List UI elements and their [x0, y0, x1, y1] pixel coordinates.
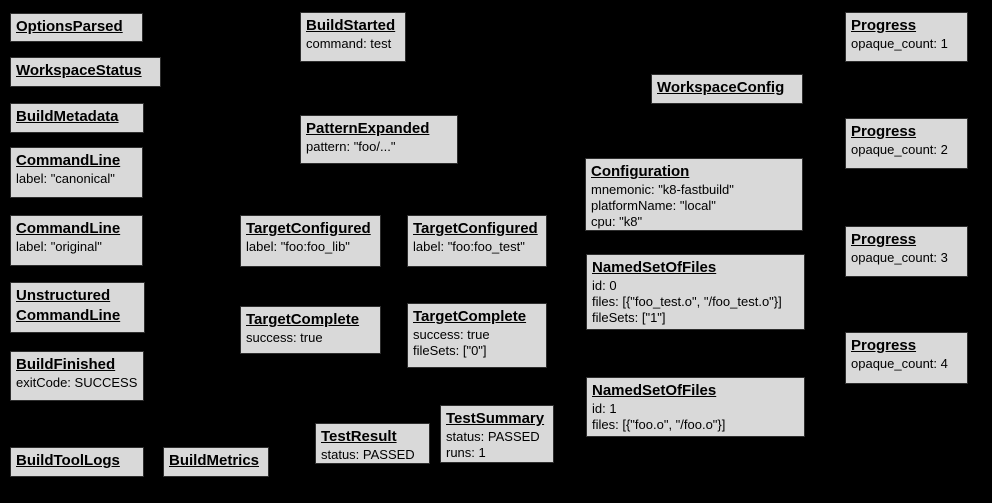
node-field: files: [{"foo.o", "/foo.o"}] — [592, 417, 726, 432]
node-field: id: 1 — [592, 401, 617, 416]
node-title: Configuration — [591, 163, 690, 180]
node-field: files: [{"foo_test.o", "/foo_test.o"}] — [592, 294, 782, 309]
node-field: label: "foo:foo_test" — [413, 239, 525, 254]
node-title: CommandLine — [16, 152, 121, 169]
node-test-result: TestResult status: PASSED — [315, 423, 430, 464]
node-field: opaque_count: 1 — [851, 36, 948, 51]
node-build-metadata: BuildMetadata — [10, 103, 144, 133]
node-title: TargetConfigured — [246, 220, 371, 237]
node-field: status: PASSED — [321, 447, 415, 462]
node-title: OptionsParsed — [16, 18, 123, 35]
node-progress-4: Progress opaque_count: 4 — [845, 332, 968, 384]
node-field: label: "original" — [16, 239, 102, 254]
node-title: Progress — [851, 231, 917, 248]
node-build-finished: BuildFinished exitCode: SUCCESS — [10, 351, 144, 401]
node-field: success: true — [246, 330, 323, 345]
node-progress-3: Progress opaque_count: 3 — [845, 226, 968, 277]
node-title: TargetComplete — [246, 311, 360, 328]
node-field: success: true — [413, 327, 490, 342]
node-build-tool-logs: BuildToolLogs — [10, 447, 144, 477]
node-field: opaque_count: 3 — [851, 250, 948, 265]
node-build-metrics: BuildMetrics — [163, 447, 269, 477]
node-title: Progress — [851, 337, 917, 354]
node-progress-1: Progress opaque_count: 1 — [845, 12, 968, 62]
node-title: TestResult — [321, 428, 397, 445]
node-title: NamedSetOfFiles — [592, 382, 717, 399]
node-title: TestSummary — [446, 410, 545, 427]
node-field: runs: 1 — [446, 445, 486, 460]
node-title: Progress — [851, 17, 917, 34]
node-field: id: 0 — [592, 278, 617, 293]
node-field: label: "canonical" — [16, 171, 115, 186]
node-progress-2: Progress opaque_count: 2 — [845, 118, 968, 169]
node-title: NamedSetOfFiles — [592, 259, 717, 276]
node-build-started: BuildStarted command: test — [300, 12, 406, 62]
node-target-configured-foo-lib: TargetConfigured label: "foo:foo_lib" — [240, 215, 381, 267]
node-title: CommandLine — [16, 220, 121, 237]
node-title: Unstructured — [16, 287, 111, 304]
node-configuration: Configuration mnemonic: "k8-fastbuild"pla… — [585, 158, 803, 231]
node-title: BuildMetrics — [169, 452, 260, 469]
node-field: fileSets: ["0"] — [413, 343, 487, 358]
node-title: BuildFinished — [16, 356, 116, 373]
node-field: fileSets: ["1"] — [592, 310, 666, 325]
node-command-line-original: CommandLine label: "original" — [10, 215, 143, 266]
node-field: status: PASSED — [446, 429, 540, 444]
node-title: PatternExpanded — [306, 120, 430, 137]
node-field: label: "foo:foo_lib" — [246, 239, 350, 254]
node-field: opaque_count: 2 — [851, 142, 948, 157]
node-target-complete-lib: TargetComplete success: true — [240, 306, 381, 354]
node-title: CommandLine — [16, 307, 121, 324]
node-field: command: test — [306, 36, 392, 51]
node-pattern-expanded: PatternExpanded pattern: "foo/..." — [300, 115, 458, 164]
node-title: TargetComplete — [413, 308, 527, 325]
node-field: platformName: "local" — [591, 198, 716, 213]
node-field: mnemonic: "k8-fastbuild" — [591, 182, 734, 197]
node-field: cpu: "k8" — [591, 214, 643, 229]
node-field: exitCode: SUCCESS — [16, 375, 138, 390]
node-field: opaque_count: 4 — [851, 356, 948, 371]
node-workspace-config: WorkspaceConfig — [651, 74, 803, 104]
node-workspace-status: WorkspaceStatus — [10, 57, 161, 87]
node-target-configured-foo-test: TargetConfigured label: "foo:foo_test" — [407, 215, 547, 267]
node-title: Progress — [851, 123, 917, 140]
node-title: BuildStarted — [306, 17, 396, 34]
node-title: BuildMetadata — [16, 108, 119, 125]
node-title: WorkspaceConfig — [657, 79, 785, 96]
node-title: WorkspaceStatus — [16, 62, 142, 79]
node-title: TargetConfigured — [413, 220, 538, 237]
node-field: pattern: "foo/..." — [306, 139, 396, 154]
node-options-parsed: OptionsParsed — [10, 13, 143, 42]
node-command-line-canonical: CommandLine label: "canonical" — [10, 147, 143, 198]
node-title: BuildToolLogs — [16, 452, 120, 469]
